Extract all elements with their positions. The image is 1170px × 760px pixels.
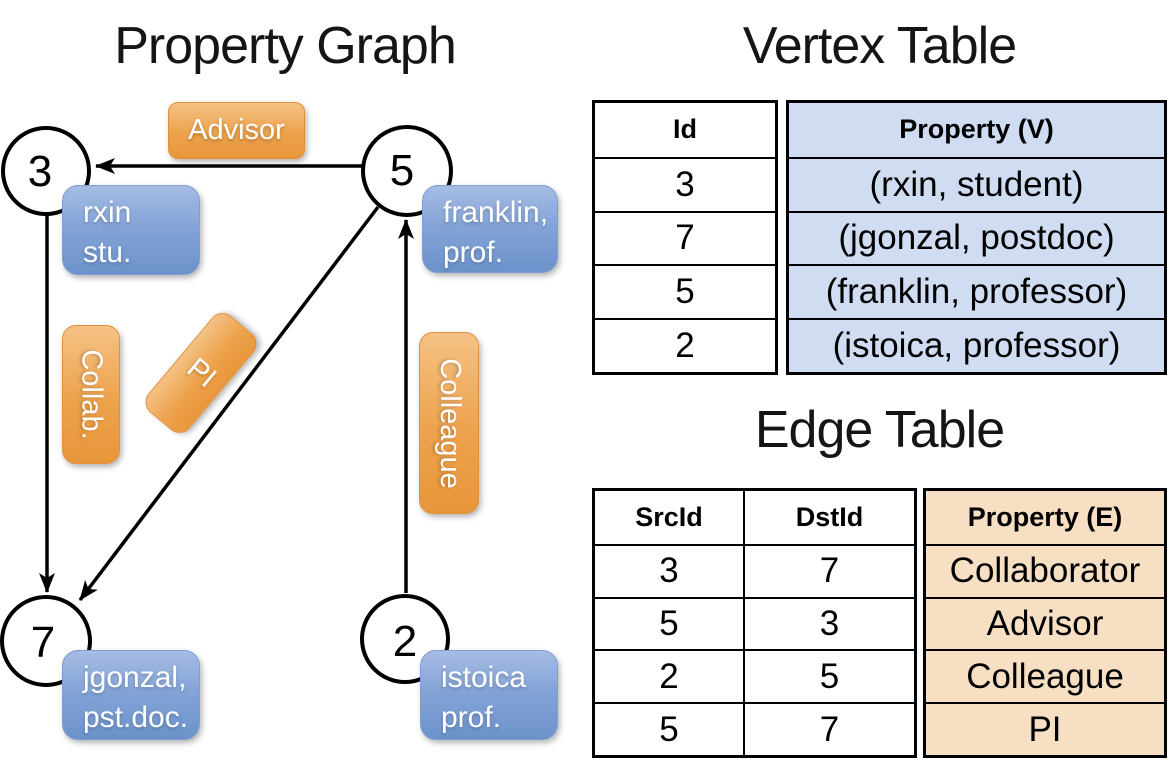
vertex-property-line: jgonzal, [83,661,187,694]
vertex-table-id-header: Id [673,114,697,145]
table-cell: 5 [743,649,914,703]
vertex-id-2: 2 [392,617,418,666]
edge-label-advisor: Advisor [168,102,305,159]
table-cell: 3 [595,156,775,211]
table-cell: Colleague [926,649,1164,702]
vertex-property-box-2: istoica prof. [420,650,558,740]
edge-table-property-column: Property (E) Collaborator Advisor Collea… [923,488,1167,758]
edge-table-id-columns: SrcId DstId 3 7 5 3 2 5 5 7 [592,488,917,758]
vertex-property-line: rxin [83,196,132,229]
table-cell: 7 [743,702,914,755]
edge-label-collab-text: Collab. [75,349,108,440]
table-cell: 5 [595,702,743,755]
table-cell: 3 [595,543,743,597]
vertex-table-property-header: Property (V) [899,114,1054,145]
vertex-property-line: istoica [441,661,527,694]
vertex-property-line: pst.doc. [83,701,189,734]
vertex-id-3: 3 [27,147,53,196]
table-cell: 3 [743,596,914,650]
vertex-table-property-column: Property (V) (rxin, student) (jgonzal, p… [786,100,1167,375]
table-cell: 2 [595,318,775,372]
edge-table-property-header: Property (E) [967,501,1123,532]
vertex-property-line: franklin, [443,196,549,229]
table-cell: Advisor [926,596,1164,650]
table-cell: (rxin, student) [789,156,1164,211]
vertex-table-title: Vertex Table [742,17,1017,75]
table-cell: (jgonzal, postdoc) [789,210,1164,265]
edge-label-colleague-text: Colleague [433,357,466,489]
vertex-property-box-7: jgonzal, pst.doc. [62,650,200,740]
edge-label-advisor-text: Advisor [188,114,285,146]
edge-label-pi-text: PI [180,351,223,394]
table-cell: (istoica, professor) [789,318,1164,372]
edge-table-title: Edge Table [754,401,1005,459]
vertex-property-box-3: rxin stu. [62,185,200,275]
property-graph-title: Property Graph [114,17,457,75]
table-cell: 5 [595,596,743,650]
vertex-id-7: 7 [30,618,56,667]
vertex-table-id-column: Id 3 7 5 2 [592,100,778,375]
table-cell: PI [926,702,1164,755]
table-cell: Collaborator [926,543,1164,597]
table-cell: 5 [595,264,775,318]
edge-pi-5-to-7 [78,205,380,602]
vertex-id-5: 5 [389,146,415,195]
edge-label-colleague: Colleague [419,332,479,514]
edge-table-dstid-header: DstId [743,491,914,544]
table-cell: (franklin, professor) [789,264,1164,318]
vertex-property-line: prof. [443,236,504,269]
edge-label-collab: Collab. [62,325,120,464]
vertex-property-line: stu. [83,236,132,269]
table-cell: 7 [743,543,914,597]
table-cell: 7 [595,210,775,265]
edge-table-srcid-header: SrcId [635,501,703,532]
vertex-property-line: prof. [441,701,502,734]
vertex-property-box-5: franklin, prof. [422,185,558,273]
table-cell: 2 [595,649,743,702]
